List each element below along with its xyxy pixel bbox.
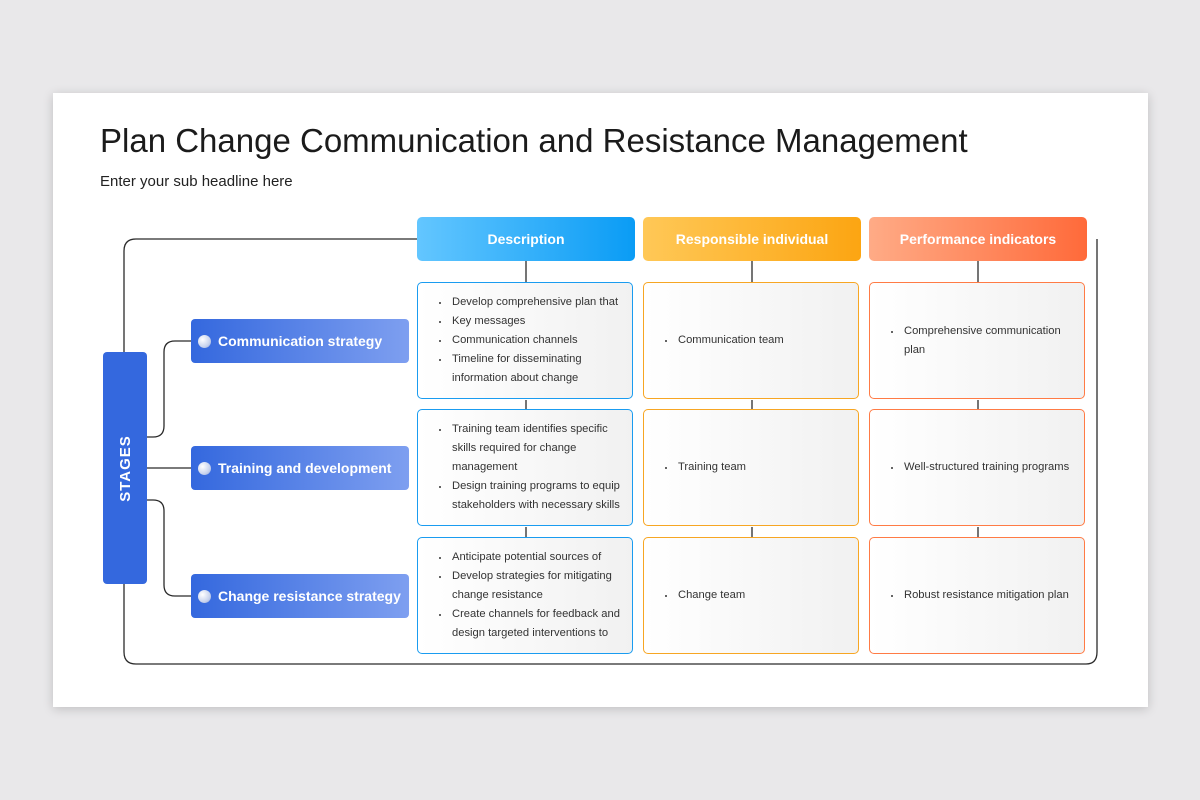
description-list: Training team identifies specific skills… <box>418 420 632 515</box>
list-item: Change team <box>676 586 745 605</box>
list-item: Develop strategies for mitigating change… <box>450 567 620 605</box>
list-item: Develop comprehensive plan that <box>450 293 620 312</box>
list-item: Communication channels <box>450 331 620 350</box>
performance-list: Comprehensive communication plan <box>870 322 1084 360</box>
list-item: Comprehensive communication plan <box>902 322 1072 360</box>
performance-list: Well-structured training programs <box>870 458 1081 477</box>
performance-list: Robust resistance mitigation plan <box>870 586 1081 605</box>
cell-description-2: Training team identifies specific skills… <box>417 409 633 526</box>
list-item: Timeline for disseminating information a… <box>450 350 620 388</box>
stage-communication-strategy: Communication strategy <box>191 319 409 363</box>
bullet-dot-icon <box>198 461 211 475</box>
header-performance-indicators: Performance indicators <box>869 217 1087 261</box>
cell-performance-2: Well-structured training programs <box>869 409 1085 526</box>
bullet-dot-icon <box>198 589 211 603</box>
cell-performance-3: Robust resistance mitigation plan <box>869 537 1085 654</box>
responsible-list: Training team <box>644 458 758 477</box>
stages-label: STAGES <box>116 434 134 502</box>
cell-performance-1: Comprehensive communication plan <box>869 282 1085 399</box>
stage-label: Training and development <box>218 460 392 476</box>
list-item: Key messages <box>450 312 620 331</box>
branch-line-1 <box>147 340 191 438</box>
stage-change-resistance-strategy: Change resistance strategy <box>191 574 409 618</box>
list-item: Well-structured training programs <box>902 458 1069 477</box>
page-title: Plan Change Communication and Resistance… <box>100 122 968 159</box>
stages-bar: STAGES <box>103 352 147 584</box>
header-description: Description <box>417 217 635 261</box>
list-item: Anticipate potential sources of <box>450 548 620 567</box>
cell-description-3: Anticipate potential sources of Develop … <box>417 537 633 654</box>
list-item: Robust resistance mitigation plan <box>902 586 1069 605</box>
responsible-list: Communication team <box>644 331 796 350</box>
stage-label: Communication strategy <box>218 333 383 349</box>
list-item: Communication team <box>676 331 784 350</box>
list-item: Create channels for feedback and design … <box>450 605 620 643</box>
cell-responsible-3: Change team <box>643 537 859 654</box>
stage-training-and-development: Training and development <box>191 446 409 490</box>
page-subtitle: Enter your sub headline here <box>100 173 293 190</box>
bullet-dot-icon <box>198 334 211 348</box>
cell-description-1: Develop comprehensive plan that Key mess… <box>417 282 633 399</box>
header-responsible-individual: Responsible individual <box>643 217 861 261</box>
list-item: Training team identifies specific skills… <box>450 420 620 477</box>
description-list: Anticipate potential sources of Develop … <box>418 548 632 643</box>
stage-label: Change resistance strategy <box>218 588 401 604</box>
cell-responsible-1: Communication team <box>643 282 859 399</box>
responsible-list: Change team <box>644 586 757 605</box>
list-item: Design training programs to equip stakeh… <box>450 477 620 515</box>
branch-line-3 <box>147 499 191 597</box>
outer-frame-line <box>123 238 1098 665</box>
list-item: Training team <box>676 458 746 477</box>
cell-responsible-2: Training team <box>643 409 859 526</box>
description-list: Develop comprehensive plan that Key mess… <box>418 293 632 388</box>
